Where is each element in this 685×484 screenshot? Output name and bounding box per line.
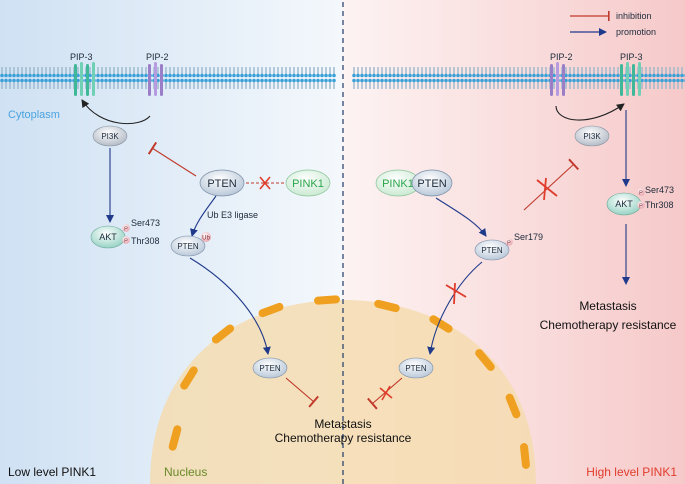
- left-pip2-to-pip3-arrow: [81, 99, 151, 125]
- right-ser179-phospho: P: [505, 238, 513, 247]
- left-akt-phospho-thr308: P: [122, 236, 130, 245]
- right-outcome-line2: Chemotherapy resistance: [540, 318, 677, 332]
- legend-promotion-label: promotion: [616, 27, 656, 37]
- right-pip3-label: PIP-3: [620, 52, 643, 62]
- svg-text:PTEN: PTEN: [405, 364, 427, 373]
- right-akt-phospho-thr308: P: [637, 201, 645, 210]
- right-ser179-label: Ser179: [514, 232, 543, 242]
- left-membrane: [0, 66, 336, 92]
- svg-text:P: P: [124, 227, 128, 233]
- left-nuclear-pten-node: PTEN: [252, 357, 288, 379]
- left-pten-node: PTEN: [199, 169, 245, 197]
- right-pip2-to-pip3-arrow: [555, 103, 625, 121]
- right-ser473-label: Ser473: [645, 185, 674, 195]
- svg-text:PTEN: PTEN: [259, 364, 281, 373]
- right-pten-ser179-node: PTEN: [474, 239, 510, 261]
- svg-text:PI3K: PI3K: [583, 132, 601, 141]
- right-pten-node: PTEN: [411, 169, 453, 197]
- legend: inhibition promotion: [570, 11, 656, 37]
- cytoplasm-label: Cytoplasm: [8, 109, 60, 121]
- left-pip2-label: PIP-2: [146, 52, 169, 62]
- nuclear-envelope-pores: [168, 295, 530, 469]
- right-phosphorylation-arrow: [435, 197, 487, 237]
- right-pi3k-node: PI3K: [574, 125, 610, 147]
- right-blocked-import-mark: [445, 282, 467, 305]
- legend-inhibition-bar: [608, 11, 610, 21]
- right-pip2-channel: [550, 62, 565, 96]
- left-pip3-channel: [74, 62, 95, 96]
- right-membrane: [352, 66, 685, 92]
- right-blocked-pi3k-mark: [536, 177, 558, 201]
- nucleus-outcome-line2: Chemotherapy resistance: [275, 431, 412, 445]
- left-pten-ub-node: PTEN: [170, 235, 206, 257]
- high-level-pink1-label: High level PINK1: [586, 465, 677, 479]
- right-pink1-node: PINK1: [375, 169, 421, 197]
- nucleus-outcome-line1: Metastasis: [314, 417, 371, 431]
- svg-text:Ub: Ub: [202, 236, 210, 242]
- left-akt-phospho-ser473: P: [122, 224, 130, 233]
- svg-text:PTEN: PTEN: [417, 178, 446, 190]
- left-ubiquitination-arrow: [190, 195, 217, 237]
- ub-e3-ligase-label: Ub E3 ligase: [207, 210, 258, 220]
- svg-text:AKT: AKT: [99, 232, 117, 242]
- legend-inhibition-label: inhibition: [616, 11, 652, 21]
- right-nuclear-import-arrow: [427, 261, 483, 355]
- left-pi3k-node: PI3K: [92, 125, 128, 147]
- nucleus-label: Nucleus: [164, 465, 207, 479]
- right-akt-phospho-ser473: P: [637, 188, 645, 197]
- svg-text:P: P: [507, 241, 511, 247]
- right-blocked-pi3k-inhibition: [523, 158, 580, 211]
- left-akt-node: AKT: [90, 225, 126, 249]
- right-thr308-label: Thr308: [645, 200, 674, 210]
- svg-text:PTEN: PTEN: [177, 242, 199, 251]
- right-pip2-label: PIP-2: [550, 52, 573, 62]
- left-ser473-label: Ser473: [131, 218, 160, 228]
- right-outcome-line1: Metastasis: [579, 299, 636, 313]
- right-nuclear-pten-node: PTEN: [398, 357, 434, 379]
- right-akt-node: AKT: [606, 192, 642, 216]
- right-blocked-nuclear-mark: [379, 385, 393, 401]
- right-pip3-channel: [620, 62, 641, 96]
- svg-text:PI3K: PI3K: [101, 132, 119, 141]
- svg-text:PTEN: PTEN: [207, 178, 236, 190]
- left-blocked-interaction-mark: [259, 176, 271, 190]
- left-pip3-label: PIP-3: [70, 52, 93, 62]
- low-level-pink1-label: Low level PINK1: [8, 465, 96, 479]
- left-ub-tag: Ub: [201, 232, 211, 242]
- left-nuclear-import-arrow: [189, 257, 271, 355]
- left-thr308-label: Thr308: [131, 236, 160, 246]
- left-pip2-channel: [148, 62, 163, 96]
- left-pten-inhibition: [147, 141, 197, 177]
- svg-text:P: P: [639, 204, 643, 210]
- svg-text:P: P: [124, 239, 128, 245]
- svg-text:AKT: AKT: [615, 199, 633, 209]
- svg-text:PINK1: PINK1: [382, 178, 414, 190]
- svg-text:PTEN: PTEN: [481, 246, 503, 255]
- svg-text:PINK1: PINK1: [292, 178, 324, 190]
- svg-text:P: P: [639, 191, 643, 197]
- left-nuclear-pten-inhibition: [285, 377, 319, 408]
- left-pink1-node: PINK1: [285, 169, 331, 197]
